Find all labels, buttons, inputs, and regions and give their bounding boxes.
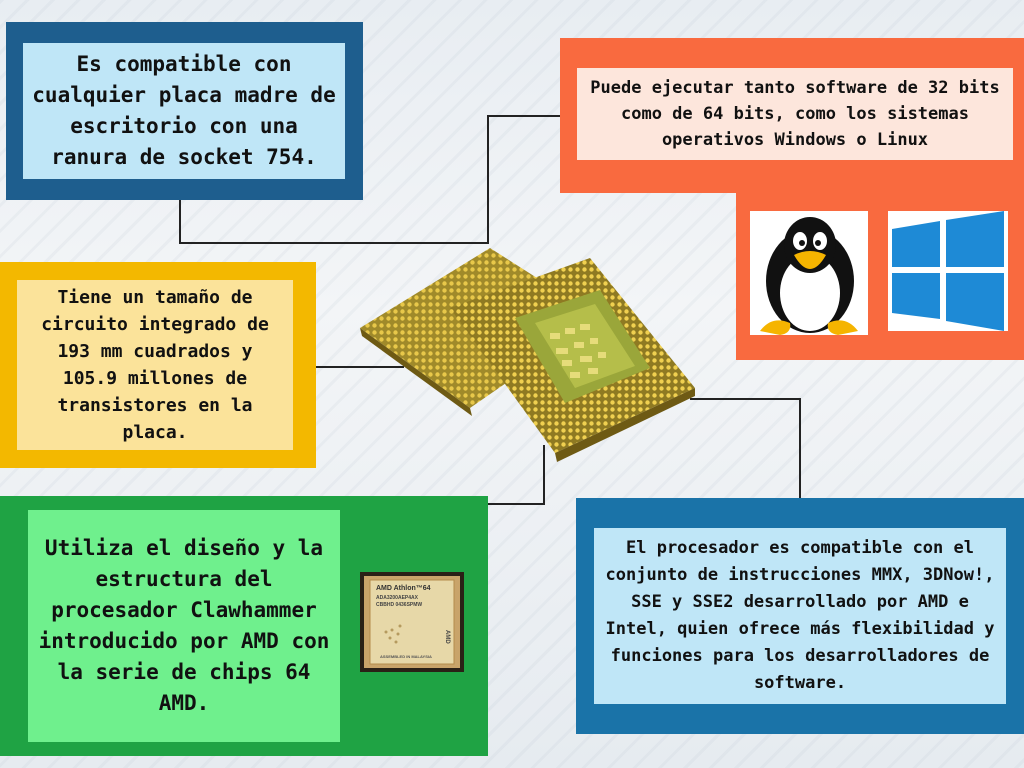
instruction-set-box: El procesador es compatible con el conju… xyxy=(576,498,1024,734)
connector-line xyxy=(690,398,801,400)
connector-line xyxy=(179,198,181,244)
instruction-set-text: El procesador es compatible con el conju… xyxy=(594,528,1006,704)
os-logos-panel xyxy=(736,193,1024,360)
software-compat-text: Puede ejecutar tanto software de 32 bits… xyxy=(577,68,1013,160)
socket-compat-text: Es compatible con cualquier placa madre … xyxy=(23,43,345,179)
cpu-processor-icon xyxy=(350,238,700,478)
die-size-text: Tiene un tamaño de circuito integrado de… xyxy=(17,280,293,450)
connector-line xyxy=(799,398,801,498)
connector-line xyxy=(314,366,404,368)
connector-line xyxy=(179,242,489,244)
amd-chip-photo: AMD Athlon™64 ADA3200AEP4AX CBBHD 0436SP… xyxy=(360,572,464,672)
chip-label-line2: ADA3200AEP4AX xyxy=(376,595,419,601)
connector-line xyxy=(543,445,545,505)
software-compat-box: Puede ejecutar tanto software de 32 bits… xyxy=(560,38,1024,193)
tux-penguin-icon xyxy=(750,211,868,335)
windows-logo-icon xyxy=(888,211,1008,331)
chip-label-line3: CBBHD 0436SPMW xyxy=(376,602,422,608)
chip-label-line1: AMD Athlon™64 xyxy=(376,585,431,592)
connector-line xyxy=(487,115,562,117)
chip-label-line5: ASSEMBLED IN MALAYSIA xyxy=(380,654,432,659)
die-size-box: Tiene un tamaño de circuito integrado de… xyxy=(0,262,316,468)
design-text: Utiliza el diseño y la estructura del pr… xyxy=(28,510,340,742)
connector-line xyxy=(487,115,489,243)
socket-compat-box: Es compatible con cualquier placa madre … xyxy=(6,22,363,200)
design-box: Utiliza el diseño y la estructura del pr… xyxy=(0,496,488,756)
connector-line xyxy=(486,503,545,505)
chip-label-line4: AMD xyxy=(444,630,450,644)
